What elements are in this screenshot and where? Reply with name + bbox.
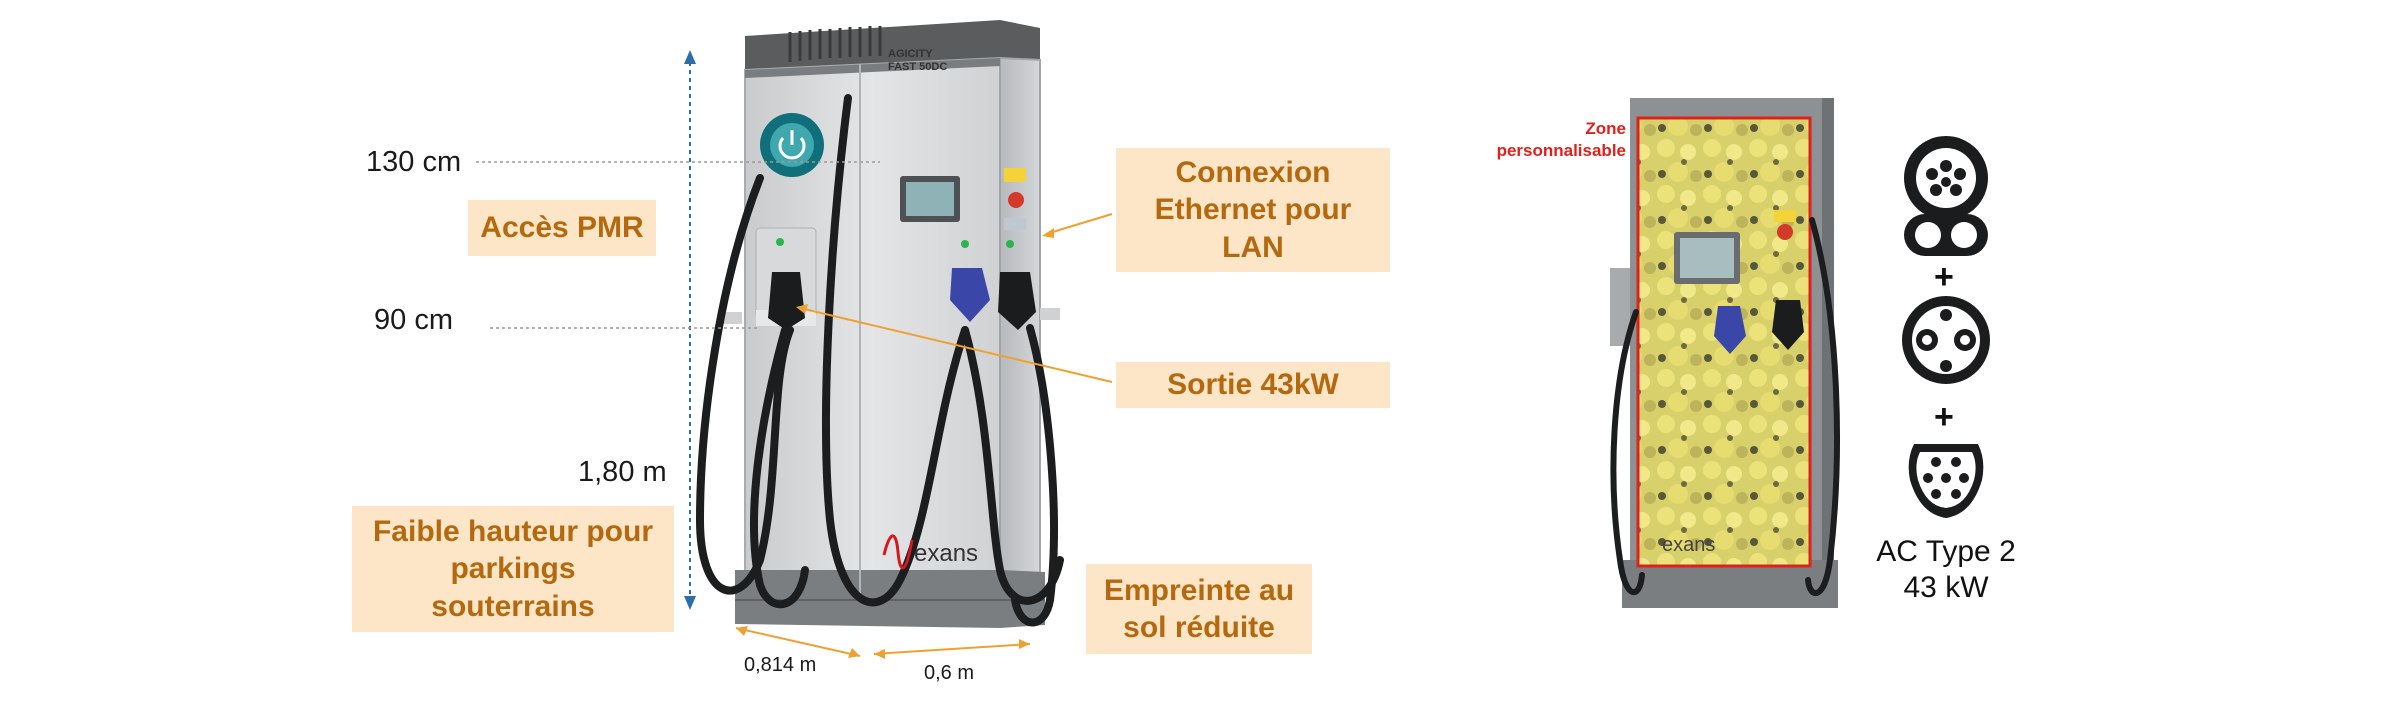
height-130-label: 130 cm [366,146,462,178]
output-text: Sortie 43kW [1167,368,1339,402]
model-line-2: FAST 50DC [888,61,948,74]
station-model-label: AGICITY FAST 50DC [888,48,947,74]
ethernet-line-2: Ethernet pour [1154,193,1352,227]
vent-grille [788,26,882,62]
low-height-line-2: parkings [450,552,576,586]
plus-sign-2: + [1934,398,1954,436]
left-station-logo: exans [914,540,979,567]
ethernet-line-1: Connexion [1175,155,1331,189]
right-charging-station [1610,98,1840,608]
right-cable [1011,324,1058,627]
callout-arrows [796,213,1113,383]
model-line-1: AGICITY [888,48,933,60]
callout-low-height: Faible hauteur pour parkings souterrains [352,506,674,632]
connector-label-line-2: 43 kW [1903,571,1989,604]
footprint-line-1: Empreinte au [1103,573,1295,607]
callout-output-43kw: Sortie 43kW [1116,362,1390,408]
chademo-connector-icon [1902,296,1990,384]
zone-line-1: Zone [1585,119,1626,138]
callout-ethernet: Connexion Ethernet pour LAN [1116,148,1390,272]
ethernet-line-3: LAN [1222,230,1284,264]
footprint-line-2: sol réduite [1123,611,1275,644]
left-cable [695,174,794,595]
connector-label: AC Type 2 43 kW [1856,534,2036,606]
left-charging-station [695,20,1064,628]
height-90-label: 90 cm [374,304,453,336]
callout-footprint: Empreinte au sol réduite [1086,564,1312,654]
dimension-lines [476,50,1031,659]
ccs-connector-icon [1904,136,1988,256]
center-cable [822,94,969,607]
right-station-logo: exans [1662,534,1716,556]
chademo-connector-plug [950,268,990,322]
low-height-line-3: souterrains [431,589,595,623]
pmr-text: Accès PMR [480,211,644,245]
callout-pmr-access: Accès PMR [468,200,656,256]
width-label: 0,6 m [924,662,975,684]
plus-sign-1: + [1934,258,1954,296]
type2-connector-plug [768,272,805,330]
depth-label: 0,814 m [744,654,817,676]
total-height-label: 1,80 m [578,456,667,488]
customizable-zone-label: Zone personnalisable [1440,118,1626,162]
type2-connector-icon [1908,444,1984,518]
zone-line-2: personnalisable [1496,141,1626,161]
emergency-stop-icon [1008,192,1024,208]
low-height-line-1: Faible hauteur pour [372,514,654,548]
connector-label-line-1: AC Type 2 [1876,535,2016,568]
ccs-connector-plug [998,272,1036,330]
